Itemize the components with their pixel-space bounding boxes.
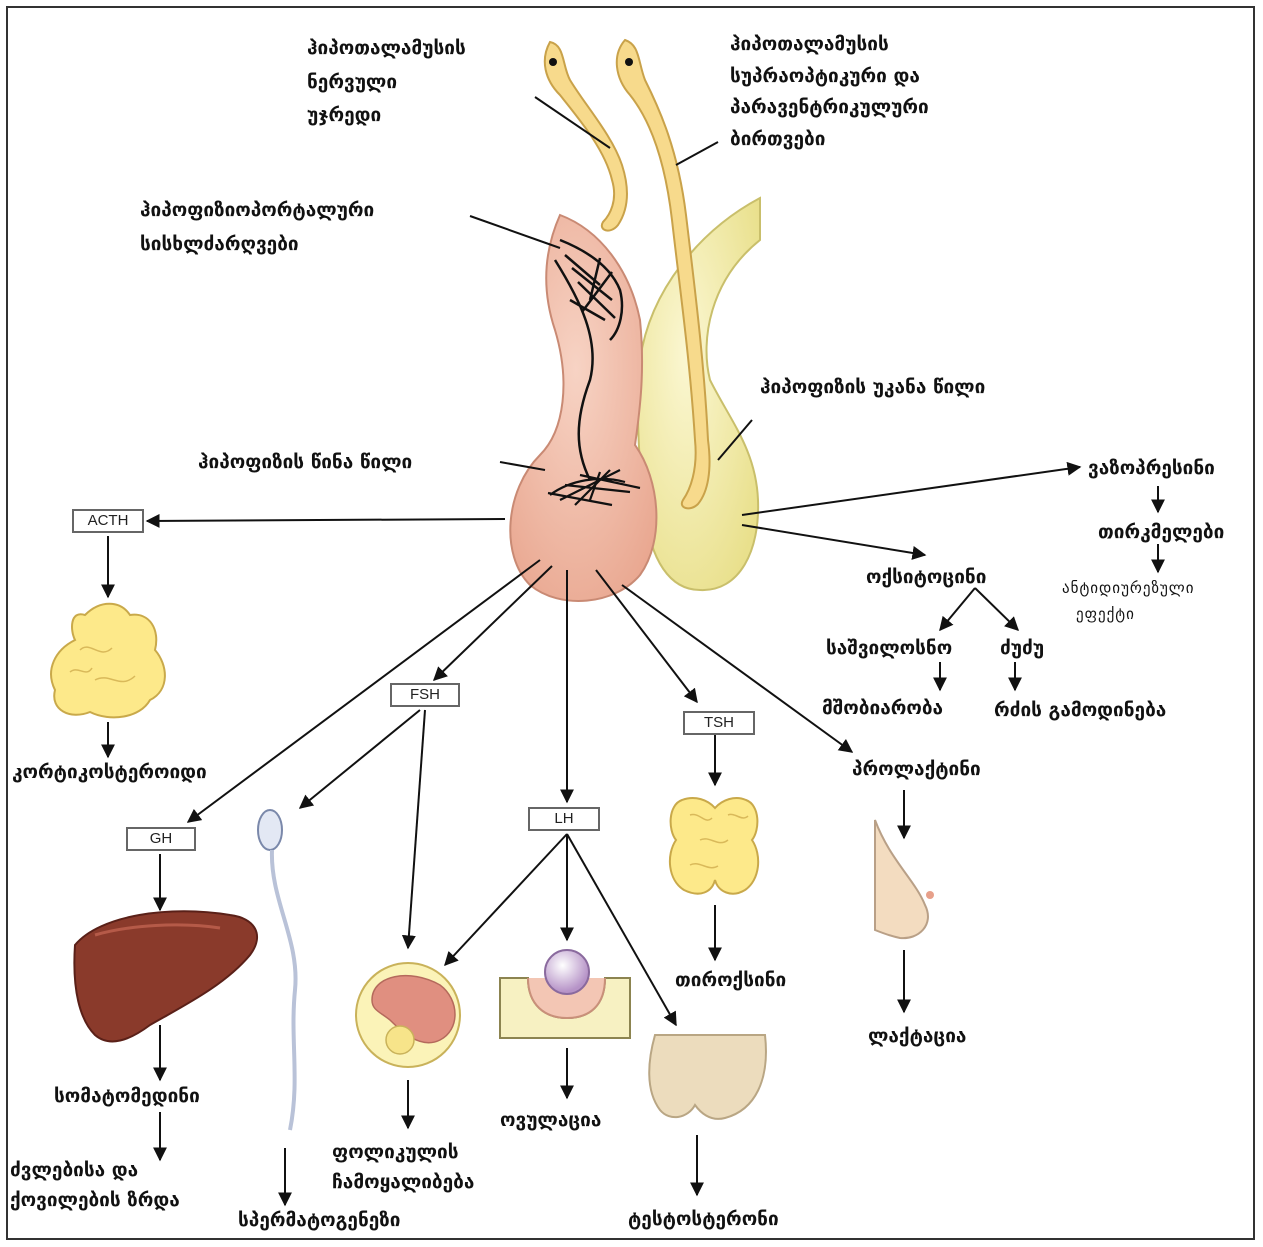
label-breast: ძუძუ <box>1000 636 1044 662</box>
hormone-box-fsh: FSH <box>390 683 460 707</box>
adrenal-gland <box>51 604 165 718</box>
label-ovulation: ოვულაცია <box>500 1108 601 1134</box>
anterior-lobe <box>510 215 656 601</box>
label-kidneys: თირკმელები <box>1098 520 1224 546</box>
label-bone-growth: ძვლებისა და ქოვილების ზრდა <box>10 1158 180 1213</box>
label-anterior-lobe: ჰიპოფიზის წინა წილი <box>198 450 412 476</box>
hormone-box-gh: GH <box>126 827 196 851</box>
label-posterior-lobe: ჰიპოფიზის უკანა წილი <box>760 375 985 401</box>
label-prolactin: პროლაქტინი <box>852 757 981 783</box>
label-spermatogenesis: სპერმატოგენეზი <box>238 1208 400 1234</box>
label-testosterone: ტესტოსტერონი <box>628 1207 779 1233</box>
sperm-cell <box>258 810 296 1130</box>
label-lactation: ლაქტაცია <box>868 1024 966 1050</box>
label-thyroxine: თიროქსინი <box>675 968 786 994</box>
follicle <box>356 963 460 1067</box>
label-portal-vessels: ჰიპოფიზიოპორტალური სისხლძარღვები <box>140 198 374 257</box>
label-hypothalamic-nuclei: ჰიპოთალამუსის სუპრაოპტიკური და პარავენტრ… <box>730 32 929 153</box>
hypothalamic-neuron-left <box>545 42 627 231</box>
hormone-box-tsh: TSH <box>683 711 755 735</box>
label-milk-ejection: რძის გამოდინება <box>994 698 1166 724</box>
label-vasopressin: ვაზოპრესინი <box>1088 456 1215 482</box>
thyroid-gland <box>670 798 758 894</box>
label-antidiuretic: ანტიდიურეზული ეფექტი <box>1062 578 1195 625</box>
ovulating-egg <box>500 950 630 1038</box>
liver <box>74 911 257 1041</box>
label-hypothalamic-nerve-cell: ჰიპოთალამუსის ნერვული უჯრედი <box>307 36 466 129</box>
label-childbirth: მშობიარობა <box>822 696 943 722</box>
hormone-box-acth: ACTH <box>72 509 144 533</box>
label-corticosteroids: კორტიკოსტეროიდი <box>12 760 207 786</box>
label-oxytocin: ოქსიტოცინი <box>866 565 986 591</box>
label-somatomedin: სომატომედინი <box>54 1084 200 1110</box>
hormone-box-lh: LH <box>528 807 600 831</box>
label-follicle-formation: ფოლიკულის ჩამოყალიბება <box>332 1140 474 1195</box>
testes <box>649 1035 766 1119</box>
label-uterus: საშვილოსნო <box>826 636 952 662</box>
